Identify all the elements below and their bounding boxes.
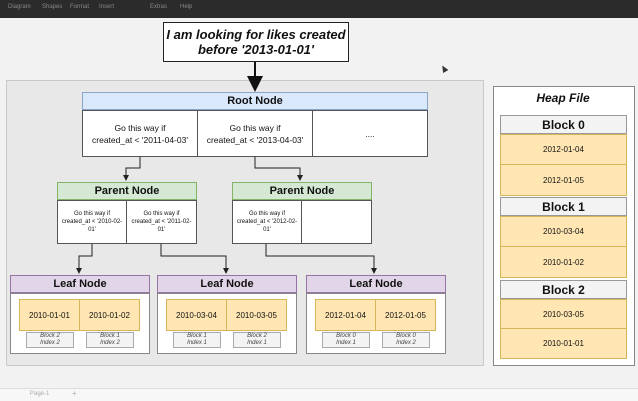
query-line-2: before '2013-01-01' [197, 42, 314, 57]
root-cell-1-line2: created_at < '2011-04-03' [92, 134, 188, 145]
heap-block-2-row-1: 2010-03-05 [500, 299, 627, 329]
leaf-node-2-header: Leaf Node [157, 275, 297, 293]
root-to-parent1-arrow [123, 157, 141, 181]
heap-block-2-header: Block 2 [500, 280, 627, 299]
heap-block-1-row-2: 2010-01-02 [500, 246, 627, 278]
root-cell-2-line1: Go this way if [229, 122, 281, 133]
leaf-2-date-1: 2010-03-04 [166, 299, 227, 331]
menu-insert[interactable]: Insert [99, 4, 115, 10]
page-tabs-bar: Page-1 + [0, 388, 638, 401]
p2-cell-1-line3: 01' [263, 227, 271, 233]
heap-block-0-row-1: 2012-01-04 [500, 134, 627, 165]
p2-cell-1-line1: Go this way if [248, 211, 285, 217]
p1-cell-2-line1: Go this way if [143, 211, 180, 217]
p2-cell-1-line2: created_at < '2012-02- [236, 219, 298, 225]
root-to-parent2-arrow [254, 157, 303, 181]
app-toolbar: Diagram Shapes Format Insert Extras Help [0, 0, 638, 18]
leaf-1-ref-1-block: Block 2 [40, 333, 60, 339]
leaf-3-ref-1-block: Block 0 [336, 333, 356, 339]
parent-node-1-cell-2: Go this way if created_at < '2011-02- 01' [126, 200, 197, 244]
leaf-3-ref-1-index: Index 1 [336, 340, 356, 346]
heap-block-0-row-2: 2012-01-05 [500, 164, 627, 196]
page-tab[interactable]: Page-1 [30, 391, 50, 397]
leaf-2-ref-1-block: Block 1 [187, 333, 207, 339]
root-cell-2-line2: created_at < '2013-04-03' [206, 134, 304, 145]
parent1-to-leaf1-arrow [76, 244, 93, 274]
p1-cell-1-line3: 01' [88, 227, 96, 233]
parent-node-2-cell-1: Go this way if created_at < '2012-02- 01' [232, 200, 302, 244]
p1-cell-1-line2: created_at < '2010-02- [61, 219, 123, 225]
parent-node-2-header: Parent Node [232, 182, 372, 200]
heap-block-1-row-1: 2010-03-04 [500, 216, 627, 247]
heap-block-0-header: Block 0 [500, 115, 627, 134]
query-box[interactable]: I am looking for likes created before '2… [163, 22, 349, 62]
menu-help[interactable]: Help [180, 4, 193, 10]
leaf-node-3-header: Leaf Node [306, 275, 446, 293]
leaf-1-ref-2-index: Index 2 [100, 340, 120, 346]
root-node-cell-3: .... [312, 110, 428, 157]
parent-node-2-cell-2 [301, 200, 372, 244]
p1-cell-1-line1: Go this way if [73, 211, 110, 217]
menu-extras[interactable]: Extras [150, 4, 168, 10]
leaf-3-date-2: 2012-01-05 [375, 299, 436, 331]
leaf-3-date-1: 2012-01-04 [315, 299, 376, 331]
leaf-2-ref-2-index: Index 1 [247, 340, 267, 346]
heap-block-2-row-2: 2010-01-01 [500, 328, 627, 359]
p1-cell-2-line3: 01' [157, 227, 166, 233]
menu-format[interactable]: Format [70, 4, 90, 10]
parent2-to-leaf3-arrow [265, 244, 377, 274]
root-cell-3-line1: .... [365, 128, 375, 139]
parent-node-1-cell-1: Go this way if created_at < '2010-02- 01' [57, 200, 127, 244]
root-node-header: Root Node [82, 92, 428, 110]
add-page-icon[interactable]: + [72, 389, 77, 398]
parent-node-1-header: Parent Node [57, 182, 197, 200]
leaf-2-date-2: 2010-03-05 [226, 299, 287, 331]
leaf-3-ref-2-index: Index 2 [396, 340, 416, 346]
menu-shapes[interactable]: Shapes [42, 4, 63, 10]
parent1-to-leaf2-arrow [160, 244, 229, 274]
p1-cell-2-line2: created_at < '2011-02- [131, 219, 192, 225]
leaf-2-ref-2-block: Block 2 [247, 333, 267, 339]
leaf-2-ref-1-index: Index 1 [187, 340, 207, 346]
root-cell-1-line1: Go this way if [114, 122, 166, 133]
leaf-3-ref-2-block: Block 0 [396, 333, 416, 339]
leaf-1-ref-1-index: Index 2 [40, 340, 60, 346]
heap-file-title: Heap File [536, 91, 590, 105]
leaf-node-1-header: Leaf Node [10, 275, 150, 293]
leaf-1-date-1: 2010-01-01 [19, 299, 80, 331]
heap-block-1-header: Block 1 [500, 197, 627, 216]
leaf-1-ref-2-block: Block 1 [100, 333, 120, 339]
leaf-1-date-2: 2010-01-02 [79, 299, 140, 331]
menu-diagram[interactable]: Diagram [8, 4, 31, 10]
query-line-1: I am looking for likes created [166, 27, 346, 42]
